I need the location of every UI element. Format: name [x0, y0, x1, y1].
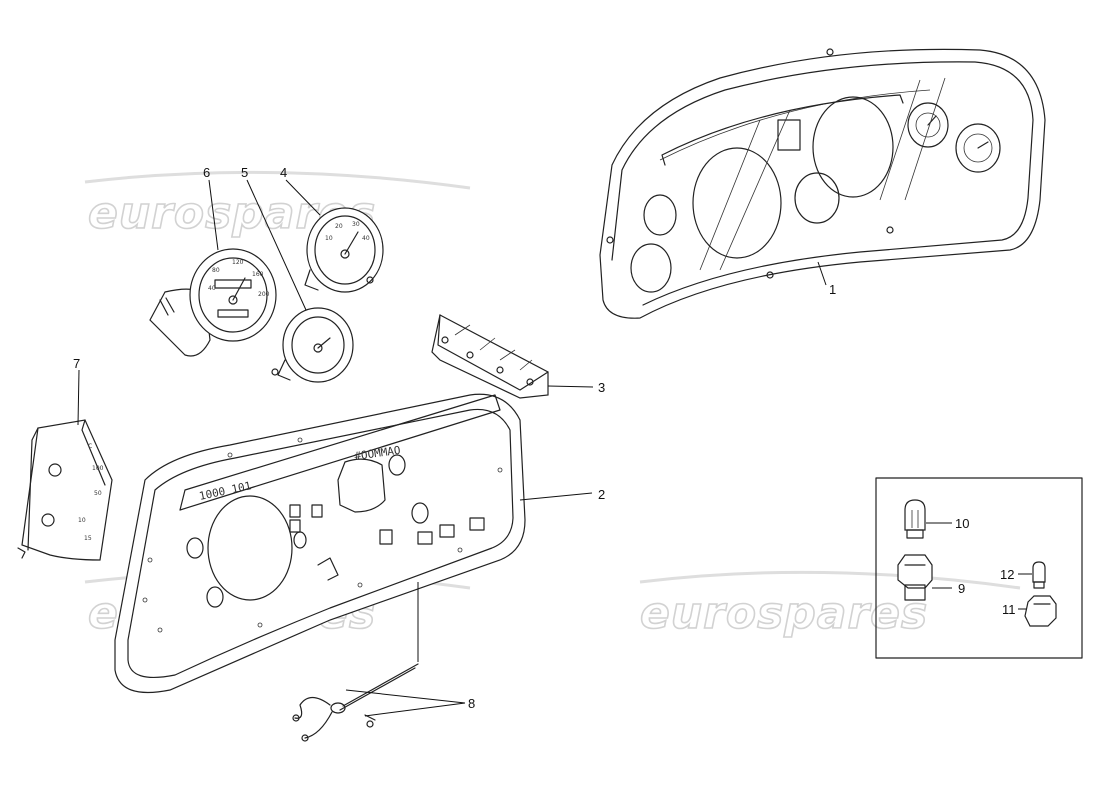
svg-text:C: C [88, 443, 92, 450]
panel-bulb-sockets [186, 454, 485, 608]
part-1-cluster-housing [599, 48, 1046, 319]
inset-frame [875, 477, 1083, 659]
part-3-warning-strip [431, 314, 549, 399]
part-11-small-holder [1024, 595, 1057, 627]
svg-text:200: 200 [258, 291, 270, 298]
svg-text:30: 30 [352, 221, 360, 228]
svg-text:120: 120 [232, 259, 244, 266]
callout-7: 7 [73, 356, 80, 371]
callout-9: 9 [958, 581, 965, 596]
bulb-inset-box [875, 477, 1083, 659]
callout-labels: 1 2 3 4 5 6 7 8 9 10 11 12 [73, 165, 1016, 711]
callout-5: 5 [241, 165, 248, 180]
svg-text:20: 20 [335, 223, 343, 230]
svg-text:15: 15 [84, 535, 92, 542]
part-10-bulb [904, 499, 926, 539]
watermark-top-left: eurospares [84, 170, 471, 240]
svg-text:160: 160 [252, 271, 264, 278]
part-9-bulb-holder [897, 554, 933, 601]
callout-8: 8 [468, 696, 475, 711]
callout-11: 11 [1002, 602, 1016, 617]
panel-screw-holes [142, 437, 503, 633]
part-6-speedometer: 40 80 120 160 200 [149, 248, 277, 357]
callout-6: 6 [203, 165, 210, 180]
part-7-aux-gauges: C 100 50 10 15 [17, 419, 113, 561]
callout-3: 3 [598, 380, 605, 395]
svg-text:100: 100 [92, 465, 104, 472]
svg-text:40: 40 [362, 235, 370, 242]
svg-text:80: 80 [212, 267, 220, 274]
part-12-small-bulb [1032, 561, 1046, 589]
panel-marking: #OOMMAO [354, 444, 402, 463]
part-2-panel-frame: 1000 101 #OOMMAO [114, 393, 526, 694]
callout-2: 2 [598, 487, 605, 502]
callout-12: 12 [1000, 567, 1014, 582]
callout-4: 4 [280, 165, 287, 180]
leader-lines [77, 179, 1032, 717]
watermark-text: eurospares [640, 588, 928, 639]
watermark-bottom-right: eurospares [639, 570, 1021, 640]
svg-text:10: 10 [78, 517, 86, 524]
svg-text:10: 10 [325, 235, 333, 242]
part-4-tachometer: 10 20 30 40 [304, 207, 384, 293]
svg-text:50: 50 [94, 490, 102, 497]
callout-1: 1 [829, 282, 836, 297]
part-5-small-gauge [271, 307, 354, 383]
part-8-wiring-screws [292, 663, 419, 742]
callout-10: 10 [955, 516, 969, 531]
svg-text:40: 40 [208, 285, 216, 292]
